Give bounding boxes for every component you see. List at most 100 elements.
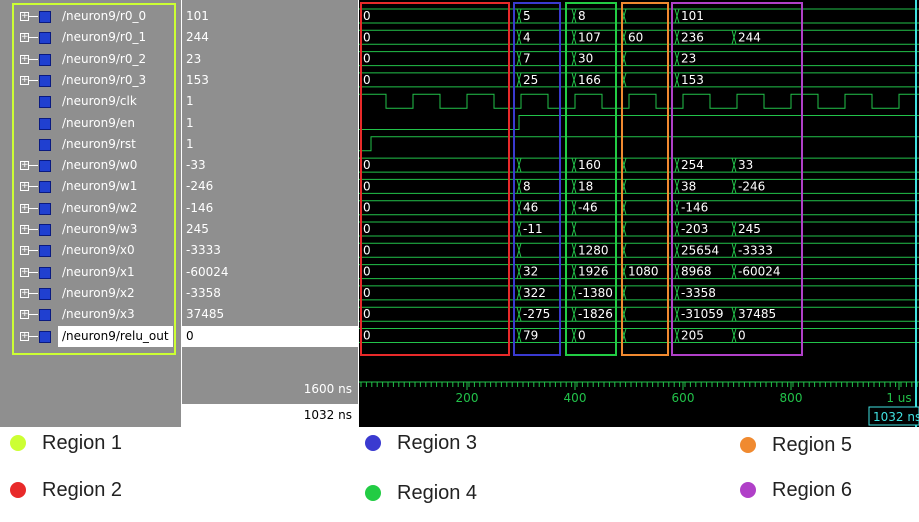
expand-icon[interactable]: + — [20, 287, 29, 298]
signal-row[interactable]: +/neuron9/x0 — [0, 240, 181, 261]
bus-value-label: 205 — [681, 329, 704, 343]
clock-wave[interactable] — [359, 93, 919, 109]
signal-value: 244 — [186, 30, 209, 45]
bus-value-label: 107 — [578, 30, 601, 44]
bus-value-label: -60024 — [738, 265, 781, 279]
bus-value-label: 30 — [578, 52, 593, 66]
tree-connector — [29, 207, 38, 209]
signal-row[interactable]: + /neuron9/r0_1 — [0, 27, 181, 48]
expand-icon[interactable]: + — [20, 11, 29, 21]
signal-value: -3358 — [186, 285, 221, 300]
signal-names-panel[interactable]: + /neuron9/r0_0 + /neuron9/r0_1 +/neuron9/r0… — [0, 0, 181, 374]
signal-value: 101 — [186, 9, 209, 23]
region-2-box — [360, 2, 510, 356]
axis-tick-label: 200 — [456, 391, 479, 405]
signal-icon — [39, 74, 51, 87]
signal-icon — [39, 330, 51, 343]
tree-connector — [29, 165, 38, 167]
signal-name: /neuron9/r0_1 — [62, 30, 147, 45]
bus-value-label: 0 — [363, 329, 371, 343]
cursor-time-label[interactable]: 1032 ns — [182, 404, 358, 427]
bus-value-label: -1826 — [578, 307, 613, 321]
expand-icon[interactable]: + — [20, 32, 29, 43]
signal-row[interactable]: + /neuron9/r0_0 — [0, 6, 181, 27]
bus-value-label: -203 — [681, 222, 708, 236]
expand-icon[interactable]: + — [20, 309, 29, 320]
bus-value-label: -146 — [681, 201, 708, 215]
signal-row[interactable]: + /neuron9/relu_out — [0, 325, 181, 347]
bus-value-label: 60 — [628, 30, 643, 44]
signal-name: /neuron9/en — [62, 115, 135, 130]
bus-value-label: -3358 — [681, 286, 716, 300]
expand-icon[interactable]: + — [20, 330, 29, 341]
legend-label: Region 5 — [772, 433, 853, 456]
signal-row[interactable]: /neuron9/en — [0, 113, 181, 134]
region-5-box — [621, 2, 669, 356]
reset-wave[interactable] — [359, 136, 919, 152]
cursor-marker-box[interactable] — [868, 406, 919, 426]
bus-value-label: 1080 — [628, 265, 659, 279]
signal-row[interactable]: + /neuron9/x3 — [0, 304, 181, 325]
bus-value-label: 8 — [523, 179, 531, 193]
expand-icon[interactable]: + — [20, 266, 29, 277]
signal-icon — [39, 181, 51, 194]
signal-row[interactable]: +/neuron9/w3 — [0, 219, 181, 240]
bus-value-label: -31059 — [681, 307, 724, 321]
bus-value-label: 7 — [523, 52, 531, 66]
enable-wave[interactable] — [359, 115, 919, 130]
signal-icon — [39, 53, 51, 66]
signal-row[interactable]: +/neuron9/x2 — [0, 283, 181, 304]
expand-icon[interactable]: + — [20, 53, 29, 64]
bus-value-label: 0 — [363, 158, 371, 172]
expand-icon[interactable]: + — [20, 160, 29, 171]
bus-value-label: 0 — [363, 286, 371, 300]
signal-row[interactable]: +/neuron9/w1 — [0, 176, 181, 197]
bus-value-label: 46 — [523, 201, 538, 215]
axis-tick-label: 800 — [780, 391, 803, 405]
expand-icon[interactable]: + — [20, 224, 29, 234]
legend-dot-icon — [740, 437, 756, 453]
signal-row[interactable]: +/neuron9/w0 — [0, 155, 181, 176]
bus-value-label: 254 — [681, 158, 704, 172]
bus-value-label: 0 — [363, 265, 371, 279]
expand-icon[interactable]: + — [20, 202, 29, 213]
signal-row[interactable]: /neuron9/clk — [0, 91, 181, 112]
axis-tick-label: 400 — [564, 391, 587, 405]
bus-value-label: 25 — [523, 73, 538, 87]
signal-name: /neuron9/r0_0 — [62, 9, 147, 23]
signal-name: /neuron9/relu_out — [58, 325, 173, 347]
signal-name: /neuron9/x3 — [62, 307, 135, 322]
legend-item: Region 3 — [365, 430, 477, 456]
signal-value: 37485 — [186, 307, 225, 322]
signal-row[interactable]: +/neuron9/x1 — [0, 262, 181, 283]
expand-icon[interactable]: + — [20, 74, 29, 85]
signal-row[interactable]: +/neuron9/w2 — [0, 198, 181, 219]
signal-row[interactable]: +/neuron9/r0_3 — [0, 70, 181, 91]
expand-icon[interactable]: + — [20, 245, 29, 256]
signal-row[interactable]: /neuron9/rst — [0, 134, 181, 155]
expand-icon[interactable]: + — [20, 181, 29, 192]
bus-value-label: -11 — [523, 222, 543, 236]
bus-value-label: 1280 — [578, 243, 609, 257]
signal-row[interactable]: +/neuron9/r0_2 — [0, 49, 181, 70]
tree-connector — [29, 292, 38, 294]
region-4-box — [565, 2, 617, 356]
bus-value-label: -246 — [738, 179, 765, 193]
